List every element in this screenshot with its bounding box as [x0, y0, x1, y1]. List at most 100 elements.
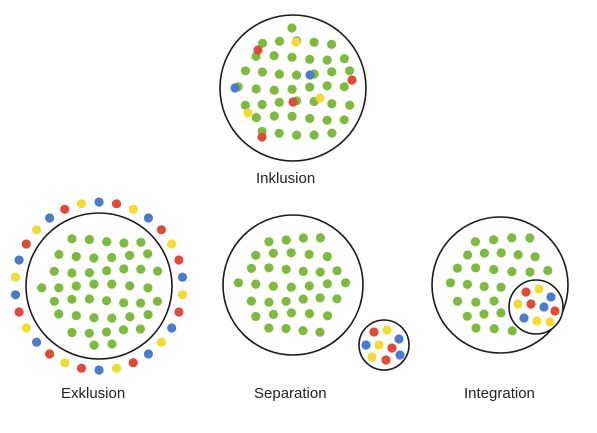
green-dot [479, 281, 489, 292]
green-dot [292, 130, 302, 140]
blue-dot [539, 302, 549, 312]
green-dot [479, 309, 489, 319]
green-dot [309, 37, 319, 47]
green-dot [287, 52, 297, 62]
green-dot [298, 294, 308, 304]
green-dot [327, 99, 337, 109]
blue-dot [167, 323, 177, 333]
green-dot [240, 66, 251, 76]
green-dot [49, 296, 59, 306]
red-dot [174, 307, 184, 317]
green-dot [489, 296, 499, 306]
yellow-dot [177, 290, 188, 300]
green-dot [143, 249, 153, 259]
green-dot [323, 311, 333, 321]
green-dot [233, 278, 243, 288]
green-dot [143, 310, 153, 320]
red-dot [111, 199, 122, 209]
green-dot [298, 233, 308, 243]
green-dot [153, 266, 163, 276]
green-dot [136, 264, 146, 274]
green-dot [339, 54, 349, 64]
green-dot [67, 327, 77, 338]
green-dot [84, 328, 94, 338]
green-dot [136, 237, 146, 247]
green-dot [257, 38, 268, 48]
green-dot [102, 266, 112, 276]
green-dot [298, 326, 308, 336]
green-dot [281, 323, 291, 334]
green-dot [463, 250, 473, 260]
blue-dot [519, 313, 529, 323]
red-dot [76, 363, 87, 373]
green-dot [315, 327, 325, 337]
green-dot [240, 100, 250, 110]
green-dot [304, 281, 314, 291]
green-dot [471, 323, 481, 333]
green-dot [286, 308, 296, 318]
blue-dot [143, 213, 153, 223]
blue-dot [143, 349, 153, 359]
red-dot [521, 287, 531, 297]
yellow-dot [167, 239, 177, 249]
blue-dot [546, 292, 556, 302]
green-dot [345, 100, 355, 110]
green-dot [304, 249, 314, 259]
green-dot [315, 267, 325, 277]
green-dot [251, 113, 261, 123]
yellow-dot [367, 352, 377, 362]
green-dot [125, 250, 135, 260]
exklusion-diagram [10, 197, 188, 375]
green-dot [304, 309, 315, 319]
separation-diagram [222, 214, 410, 371]
green-dot [305, 54, 315, 64]
green-dot [274, 97, 284, 107]
red-dot [387, 343, 397, 353]
green-dot [71, 251, 81, 262]
green-dot [489, 235, 499, 245]
yellow-dot [60, 358, 70, 368]
green-dot [274, 36, 285, 46]
red-dot [128, 358, 138, 368]
green-dot [525, 267, 535, 277]
green-dot [251, 84, 261, 94]
green-dot [287, 84, 297, 94]
blue-dot [14, 255, 24, 265]
green-dot [143, 283, 153, 293]
green-dot [507, 326, 517, 336]
green-dot [268, 248, 278, 258]
green-dot [101, 327, 112, 337]
yellow-dot [532, 316, 542, 326]
green-dot [543, 265, 553, 276]
yellow-dot [156, 337, 166, 347]
green-dot [489, 324, 499, 334]
green-dot [246, 296, 256, 306]
green-dot [118, 325, 129, 335]
red-dot [253, 45, 263, 55]
green-dot [135, 324, 145, 334]
green-dot [530, 252, 540, 262]
green-dot [525, 233, 535, 243]
yellow-dot [291, 37, 301, 47]
green-dot [339, 82, 349, 92]
blue-dot [94, 365, 104, 375]
green-dot [489, 264, 499, 275]
green-dot [274, 128, 284, 138]
exklusion-circle [25, 212, 173, 360]
yellow-dot [243, 108, 253, 118]
green-dot [84, 234, 94, 245]
green-dot [281, 264, 291, 274]
green-dot [71, 311, 81, 321]
red-dot [174, 255, 184, 265]
green-dot [471, 263, 481, 273]
green-dot [269, 111, 279, 121]
green-dot [71, 281, 81, 291]
green-dot [286, 282, 296, 292]
green-dot [305, 113, 315, 124]
green-dot [341, 278, 351, 288]
red-dot [347, 75, 357, 85]
green-dot [479, 248, 489, 258]
green-dot [102, 296, 112, 306]
green-dot [322, 115, 332, 125]
yellow-dot [111, 363, 122, 373]
